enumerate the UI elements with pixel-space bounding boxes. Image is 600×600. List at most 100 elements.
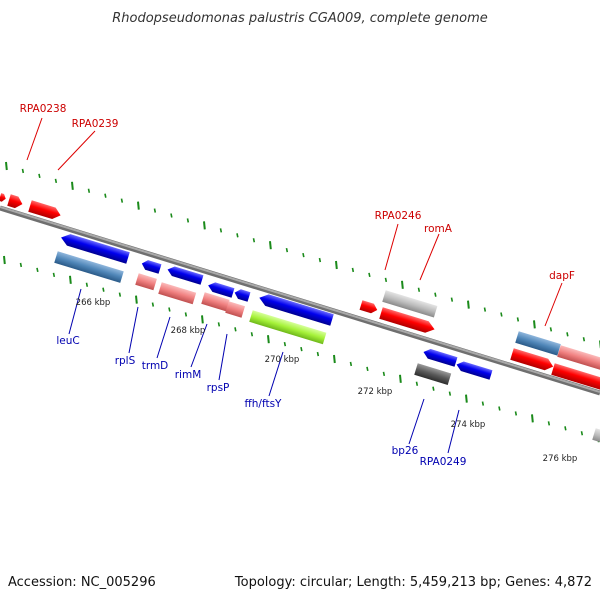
tick-mark xyxy=(69,275,72,284)
tick-mark xyxy=(19,262,23,268)
tick-mark xyxy=(450,297,454,302)
tick-mark xyxy=(533,320,536,329)
tick-mark xyxy=(531,414,534,423)
tick-mark xyxy=(38,173,41,179)
label-rpls: rplS xyxy=(115,355,136,367)
gene-arrow xyxy=(259,294,334,326)
tick-mark xyxy=(219,228,223,233)
tick-mark xyxy=(21,168,25,174)
gene-arrow xyxy=(551,363,600,391)
gene-arrow xyxy=(61,234,130,264)
gene-box xyxy=(592,428,600,444)
tick-mark xyxy=(184,312,188,317)
gene-box-leuc xyxy=(54,251,124,283)
tick-mark xyxy=(250,332,254,337)
gene-arrow xyxy=(234,289,251,302)
label-rpa0246: RPA0246 xyxy=(375,210,422,222)
tick-mark xyxy=(382,371,386,377)
tick-mark xyxy=(118,292,122,297)
tick-mark xyxy=(368,272,371,278)
genes-forward-strand xyxy=(0,193,600,391)
tick-mark xyxy=(514,411,518,416)
label-rpa0238: RPA0238 xyxy=(20,103,67,115)
tick-mark xyxy=(36,267,39,273)
tick-mark xyxy=(564,426,567,431)
tick-mark xyxy=(432,386,435,391)
gene-box-rimm xyxy=(201,292,230,312)
tick-mark xyxy=(151,302,155,307)
tick-mark xyxy=(415,381,419,386)
tick-mark xyxy=(349,361,353,367)
tick-mark xyxy=(52,272,56,278)
tick-mark xyxy=(316,351,320,357)
gene-arrow-rpa0249 xyxy=(456,361,493,380)
scale-label-276: 276 kbp xyxy=(543,454,578,464)
tick-mark xyxy=(580,431,584,436)
tick-mark xyxy=(465,394,468,403)
tick-mark xyxy=(333,354,336,364)
tick-mark xyxy=(483,307,487,312)
tick-mark xyxy=(500,312,503,317)
tick-mark xyxy=(300,346,303,352)
label-dapf: dapF xyxy=(549,270,575,282)
tick-mark xyxy=(168,307,171,312)
label-rpa0239: RPA0239 xyxy=(72,118,119,130)
label-roma: romA xyxy=(424,223,453,235)
tick-mark xyxy=(234,327,237,332)
tick-mark xyxy=(335,260,338,270)
gene-box-rpsp xyxy=(225,301,246,318)
tick-mark xyxy=(516,317,520,322)
label-rimm: rimM xyxy=(175,369,202,381)
gene-box-dapf xyxy=(515,331,561,356)
scale-label-272: 272 kbp xyxy=(358,387,393,397)
map-title: Rhodopseudomonas palustris CGA009, compl… xyxy=(112,11,488,26)
label-ffh-ftsy: ffh/ftsY xyxy=(245,398,283,410)
tick-mark xyxy=(267,335,270,344)
tick-mark xyxy=(170,213,173,218)
tick-mark xyxy=(384,277,388,283)
label-rpsp: rpsP xyxy=(207,382,230,394)
gene-box-ffh-ftsy xyxy=(249,310,327,345)
tick-mark xyxy=(3,255,6,265)
tick-mark xyxy=(104,193,107,198)
gene-arrow xyxy=(423,349,458,367)
gene-box-bp26 xyxy=(414,363,452,385)
tick-mark xyxy=(269,241,272,250)
gene-arrow xyxy=(141,260,162,274)
tick-mark xyxy=(448,391,452,396)
tick-mark xyxy=(582,337,586,342)
tick-mark xyxy=(283,341,287,347)
tick-mark xyxy=(54,178,58,184)
scale-label-268: 268 kbp xyxy=(171,326,206,336)
gene-arrow xyxy=(208,282,235,298)
tick-mark xyxy=(5,161,8,171)
genes-reverse-strand xyxy=(54,234,600,444)
gene-box-rpa0246 xyxy=(382,290,438,318)
accession-text: Accession: NC_005296 xyxy=(8,575,156,590)
scale-label-274: 274 kbp xyxy=(451,420,486,430)
tick-mark xyxy=(236,233,239,238)
tick-mark xyxy=(318,257,322,263)
label-rpa0249: RPA0249 xyxy=(420,456,467,468)
scale-label-270: 270 kbp xyxy=(265,355,300,365)
tick-mark xyxy=(351,267,355,273)
tick-mark xyxy=(120,198,124,203)
tick-mark xyxy=(566,332,569,337)
gene-arrow xyxy=(7,194,23,209)
tick-mark xyxy=(498,406,501,411)
tick-mark xyxy=(71,181,74,190)
tick-mark xyxy=(252,238,256,243)
tick-mark xyxy=(285,247,289,253)
upper-tick-row xyxy=(5,161,600,349)
tick-mark xyxy=(549,327,553,332)
label-bp26: bp26 xyxy=(392,445,419,457)
tick-mark xyxy=(434,292,437,297)
scale-labels: 266 kbp 268 kbp 270 kbp 272 kbp 274 kbp … xyxy=(76,298,578,464)
tick-mark xyxy=(186,218,190,223)
tick-mark xyxy=(135,295,138,304)
tick-mark xyxy=(417,287,421,292)
label-leader-lines xyxy=(26,117,563,454)
genome-backbone xyxy=(0,205,600,396)
tick-mark xyxy=(217,322,221,327)
